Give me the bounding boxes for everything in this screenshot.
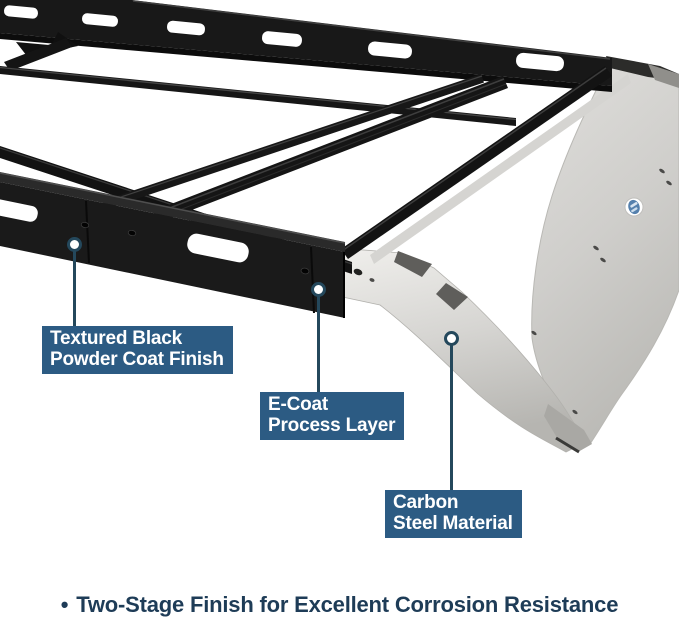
cross-bar-highlight (153, 78, 505, 215)
callout-line: Carbon (393, 492, 459, 513)
front-crossmember (341, 66, 612, 259)
near-side-rail (0, 172, 346, 318)
callout-line: Steel Material (393, 513, 513, 534)
callout-line: Textured Black (50, 328, 183, 349)
near-rail-highlight (0, 172, 346, 244)
leader-dot-powder-coat (66, 236, 82, 252)
deflector-trim-wedge (436, 283, 468, 310)
rail-seam (85, 200, 90, 264)
wind-deflector (337, 56, 679, 454)
callout-carbon-steel: Carbon Steel Material (385, 490, 522, 538)
deflector-screws (531, 168, 672, 415)
far-side-rail (0, 0, 612, 92)
far-rail-slots (4, 5, 564, 72)
cross-bars (102, 66, 612, 259)
callout-powder-coat: Textured Black Powder Coat Finish (42, 326, 233, 374)
callout-line: Process Layer (268, 415, 396, 436)
cross-bar-highlight (155, 83, 507, 220)
deflector-corner-wedge (648, 64, 679, 88)
near-rail-top-surface (0, 172, 345, 252)
wind-deflector-face (531, 57, 679, 445)
near-rail-face (0, 182, 345, 318)
leader-dot-carbon-steel (443, 330, 459, 346)
bullet-icon: • (60, 592, 69, 617)
far-rail-highlight (132, 0, 611, 60)
near-rail-slots (0, 198, 249, 263)
footer-text: Two-Stage Finish for Excellent Corrosion… (76, 592, 619, 617)
deflector-tip-edge (555, 436, 580, 454)
far-rail-underflange (0, 33, 612, 92)
leader-line-carbon-steel (449, 338, 453, 490)
leader-line-e-coat (316, 289, 320, 393)
brand-logo-badge-icon (624, 197, 644, 217)
deflector-trim-wedge (394, 251, 432, 277)
footer-benefit-text: • Two-Stage Finish for Excellent Corrosio… (0, 592, 679, 618)
deflector-flange (370, 74, 631, 264)
rail-seam (310, 246, 315, 314)
leader-dot-e-coat (310, 281, 326, 297)
near-rail-screws (80, 221, 310, 275)
front-crossmember-highlight (341, 67, 607, 252)
callout-line: Powder Coat Finish (50, 349, 224, 370)
bracket-screw (353, 268, 363, 276)
bracket-screw (369, 278, 375, 282)
callout-line: E-Coat (268, 394, 329, 415)
callout-e-coat: E-Coat Process Layer (260, 392, 405, 440)
leader-line-powder-coat (72, 244, 76, 326)
far-rail-face (0, 0, 612, 86)
wind-deflector-band (337, 247, 587, 453)
cross-bar-highlight (102, 75, 483, 204)
deflector-tip (544, 404, 592, 452)
rail-bracket-stub (4, 38, 72, 71)
